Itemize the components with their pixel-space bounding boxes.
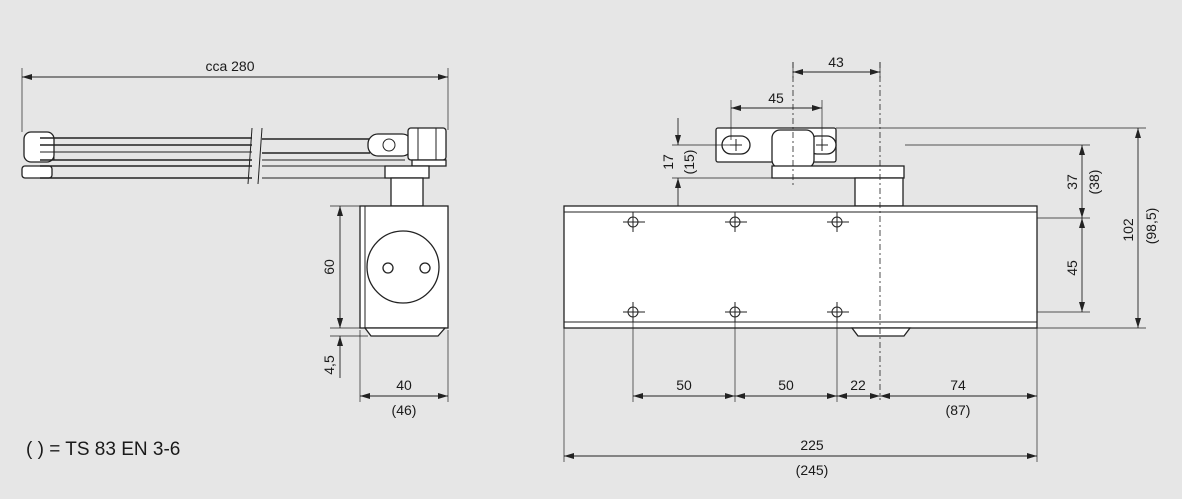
dim-37-label: 37 bbox=[1064, 174, 1080, 190]
dim-43-label: 43 bbox=[828, 54, 844, 70]
dim-40-label: 40 bbox=[396, 377, 412, 393]
dim-50b-label: 50 bbox=[778, 377, 794, 393]
dim-45-top-label: 45 bbox=[768, 90, 784, 106]
closer-side-body bbox=[359, 205, 449, 337]
dim-46-label: (46) bbox=[392, 402, 417, 418]
front-view: 43 45 17 (15) 37 (38) 45 102 (98,5) bbox=[563, 54, 1159, 478]
dim-98-5-label: (98,5) bbox=[1143, 208, 1159, 245]
dim-225-label: 225 bbox=[800, 437, 824, 453]
legend-text: ( ) = TS 83 EN 3-6 bbox=[26, 439, 180, 460]
dim-50a-label: 50 bbox=[676, 377, 692, 393]
dim-15-label: (15) bbox=[681, 150, 697, 175]
dim-4-5-label: 4,5 bbox=[321, 355, 337, 375]
arm-shoe-plate bbox=[715, 127, 905, 207]
closer-front-body bbox=[563, 205, 1038, 337]
side-view: cca 280 bbox=[21, 58, 449, 418]
dim-17-label: 17 bbox=[660, 154, 676, 170]
dim-87-label: (87) bbox=[946, 402, 971, 418]
dim-45-side-label: 45 bbox=[1064, 260, 1080, 276]
dim-74-label: 74 bbox=[950, 377, 966, 393]
dim-102-label: 102 bbox=[1120, 218, 1136, 242]
dim-60-label: 60 bbox=[321, 259, 337, 275]
dim-22-label: 22 bbox=[850, 377, 866, 393]
arm-assembly bbox=[21, 127, 447, 207]
dim-38-label: (38) bbox=[1086, 170, 1102, 195]
arm-length-label: cca 280 bbox=[205, 58, 254, 74]
dim-245-label: (245) bbox=[796, 462, 829, 478]
